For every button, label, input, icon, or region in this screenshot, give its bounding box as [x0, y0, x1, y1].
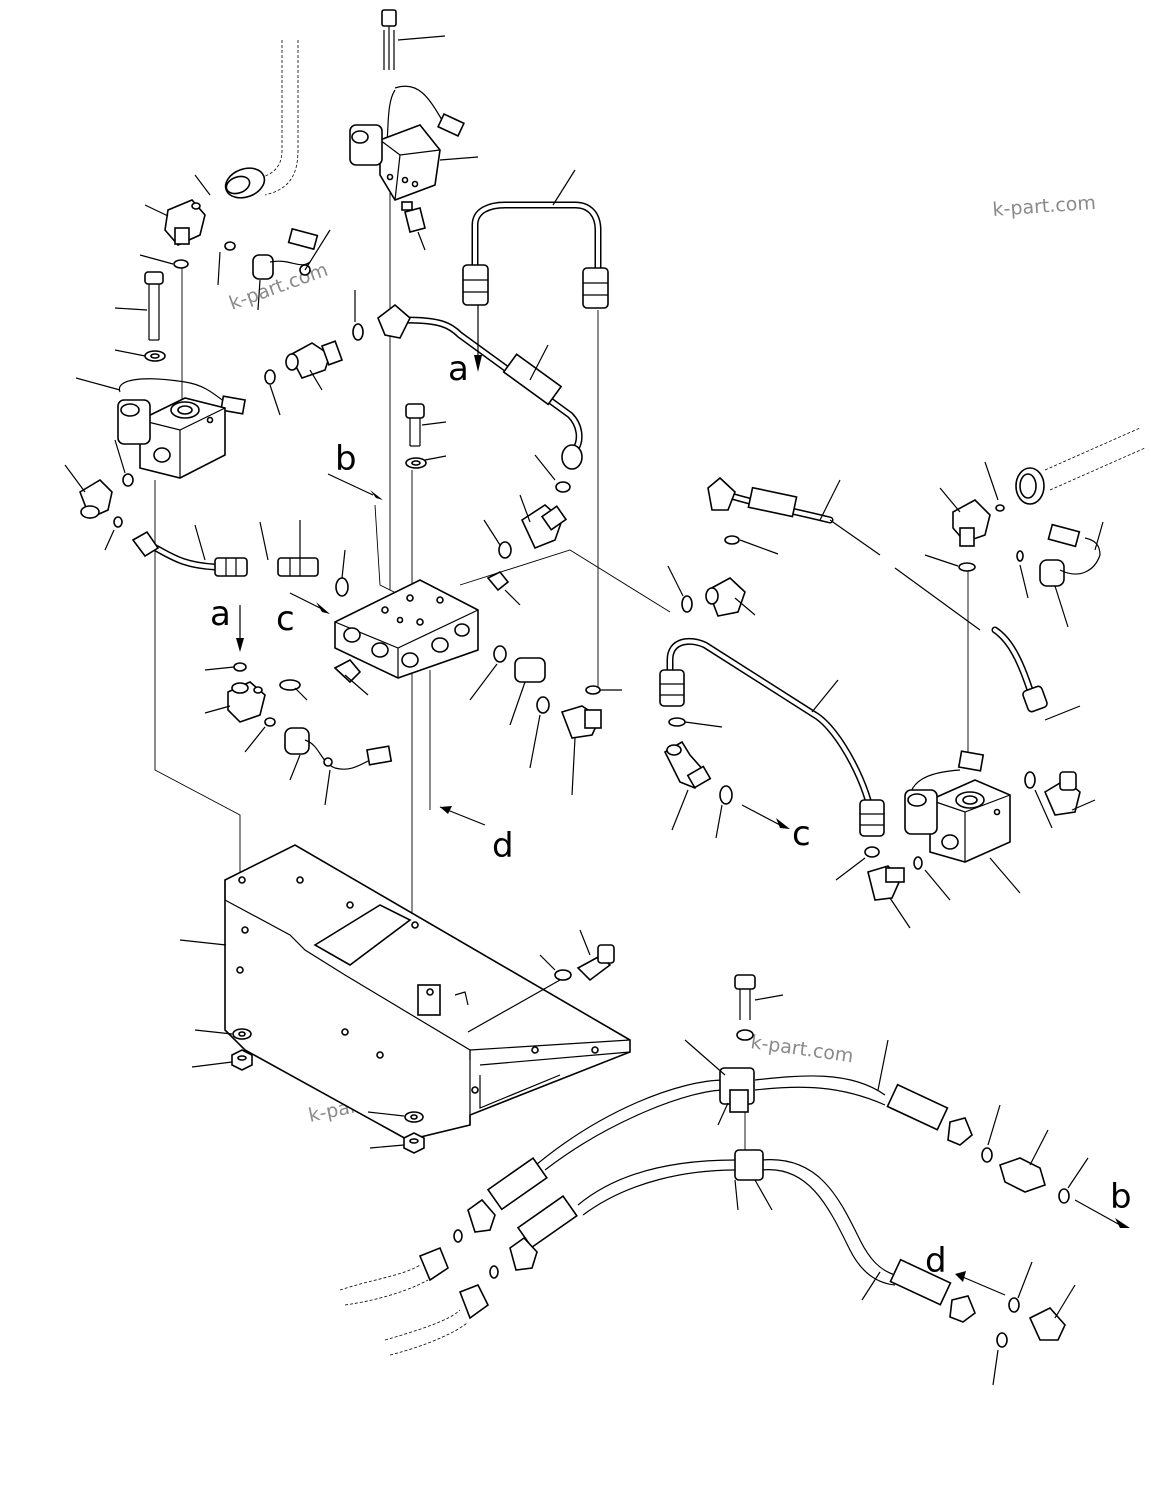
top-left-hose: [224, 40, 299, 199]
label-a-top: a: [448, 349, 469, 389]
arrow-a-top: a: [448, 305, 482, 389]
left-elbow-fitting-bottom: [64, 439, 134, 551]
label-b-center: b: [335, 439, 357, 479]
left-short-hose: [131, 524, 248, 577]
small-connector-top: [401, 201, 426, 251]
manifold-block: [334, 579, 479, 679]
bottom-clamp-bolt: [734, 974, 784, 1041]
center-elbow-right: [519, 494, 568, 550]
watermark-top-right: k-part.com: [992, 192, 1097, 221]
label-c-right: c: [792, 814, 811, 854]
label-b-bottom: b: [1110, 1177, 1132, 1217]
right-sensor-top: [1016, 521, 1104, 628]
left-elbow-fitting-top: [139, 174, 211, 269]
bottom-left-hose-ends: [339, 1246, 490, 1356]
center-bent-hose: [377, 303, 583, 493]
right-elbow-fitting-top: [924, 461, 1005, 572]
arrow-b-center: b: [327, 439, 383, 500]
arrow-c-left: c: [276, 592, 330, 639]
arrow-a-left: a: [204, 594, 247, 672]
right-solenoid-valve: [904, 750, 1021, 894]
center-right-fittings: [469, 645, 622, 796]
arrow-b-bottom: b: [1074, 1177, 1132, 1228]
right-fittings-lower: [835, 771, 1096, 929]
center-bolt: [405, 403, 447, 469]
label-a-left: a: [210, 594, 231, 634]
washers-and-nuts: [191, 1028, 425, 1154]
watermark-bottom-right: k-part.com: [749, 1031, 855, 1067]
u-shaped-pipe: [462, 169, 609, 309]
mounting-bracket: [179, 844, 631, 1141]
arrow-d-center: d: [439, 806, 514, 866]
left-solenoid-valve: [75, 377, 246, 479]
bottom-hose-lower: [489, 1149, 976, 1323]
right-top-hose-end: [1015, 427, 1146, 505]
bracket-bolt: [467, 929, 615, 1033]
watermark-top-left: k-part.com: [226, 259, 331, 315]
top-solenoid-valve: [349, 9, 479, 201]
bottom-right-fittings: [981, 1104, 1089, 1386]
right-hose-top: [707, 476, 1081, 721]
label-c-left: c: [276, 599, 295, 639]
right-elbow-center: [667, 565, 756, 617]
left-sensor-top: [217, 227, 331, 311]
arrow-d-bottom: d: [925, 1241, 1006, 1296]
manifold-plugs: [279, 519, 521, 701]
left-long-bolt: [114, 271, 166, 362]
right-long-pipe: [659, 637, 885, 837]
arrow-c-right: c: [741, 804, 811, 854]
lower-left-solenoid: [204, 681, 393, 806]
center-check-valve: [264, 290, 364, 416]
label-d-bottom: d: [925, 1241, 947, 1281]
right-elbow-lower: [663, 740, 733, 839]
bottom-hose-upper: [453, 1039, 973, 1243]
left-straight-fitting: [259, 520, 349, 597]
label-d-center: d: [492, 826, 514, 866]
